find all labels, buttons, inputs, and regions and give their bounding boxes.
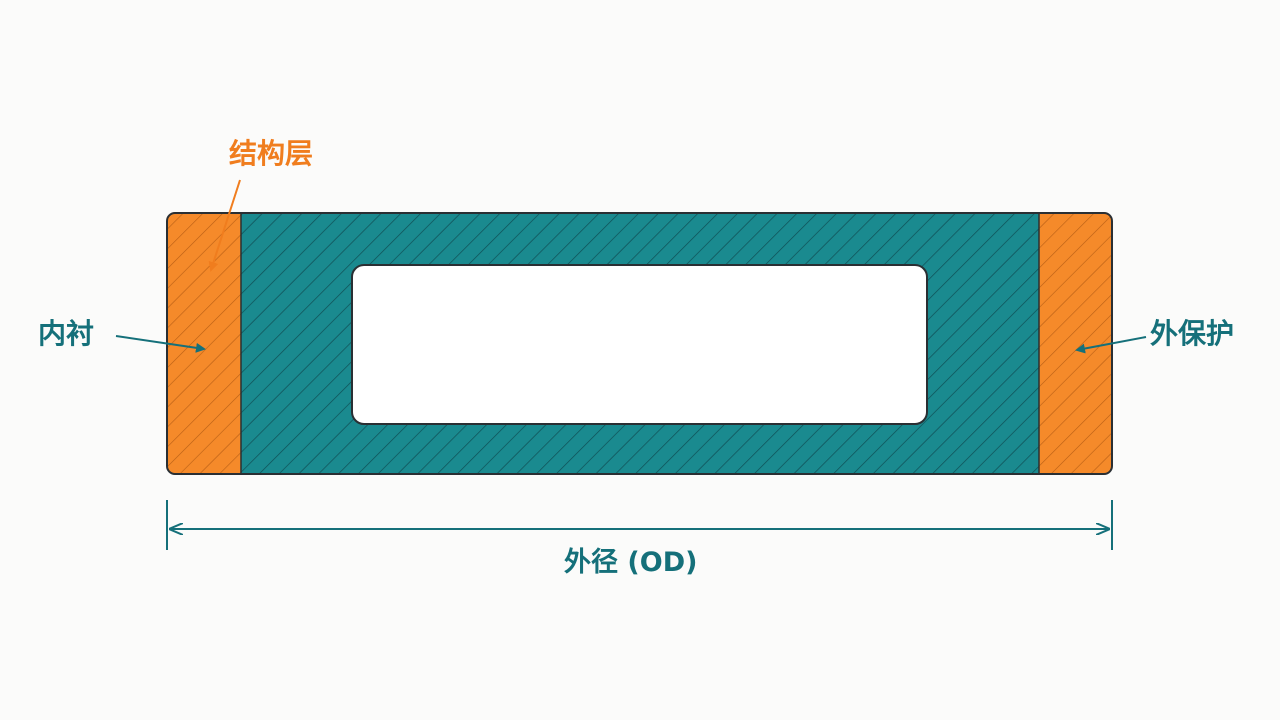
outer-protection-label: 外保护 bbox=[1150, 317, 1235, 350]
outer-protection-callout-arrow-icon bbox=[1075, 336, 1147, 354]
inner-liner-layer bbox=[167, 213, 241, 474]
inner-bore bbox=[351, 264, 928, 425]
inner-liner-callout-arrow-icon bbox=[115, 335, 206, 353]
structural-callout-arrow-icon bbox=[208, 179, 241, 272]
inner-liner-label: 内衬 bbox=[38, 317, 95, 350]
structural-layer-label: 结构层 bbox=[229, 137, 314, 170]
outer-protection-layer bbox=[1039, 213, 1112, 474]
outer-diameter-label: 外径 (OD) bbox=[564, 547, 698, 578]
